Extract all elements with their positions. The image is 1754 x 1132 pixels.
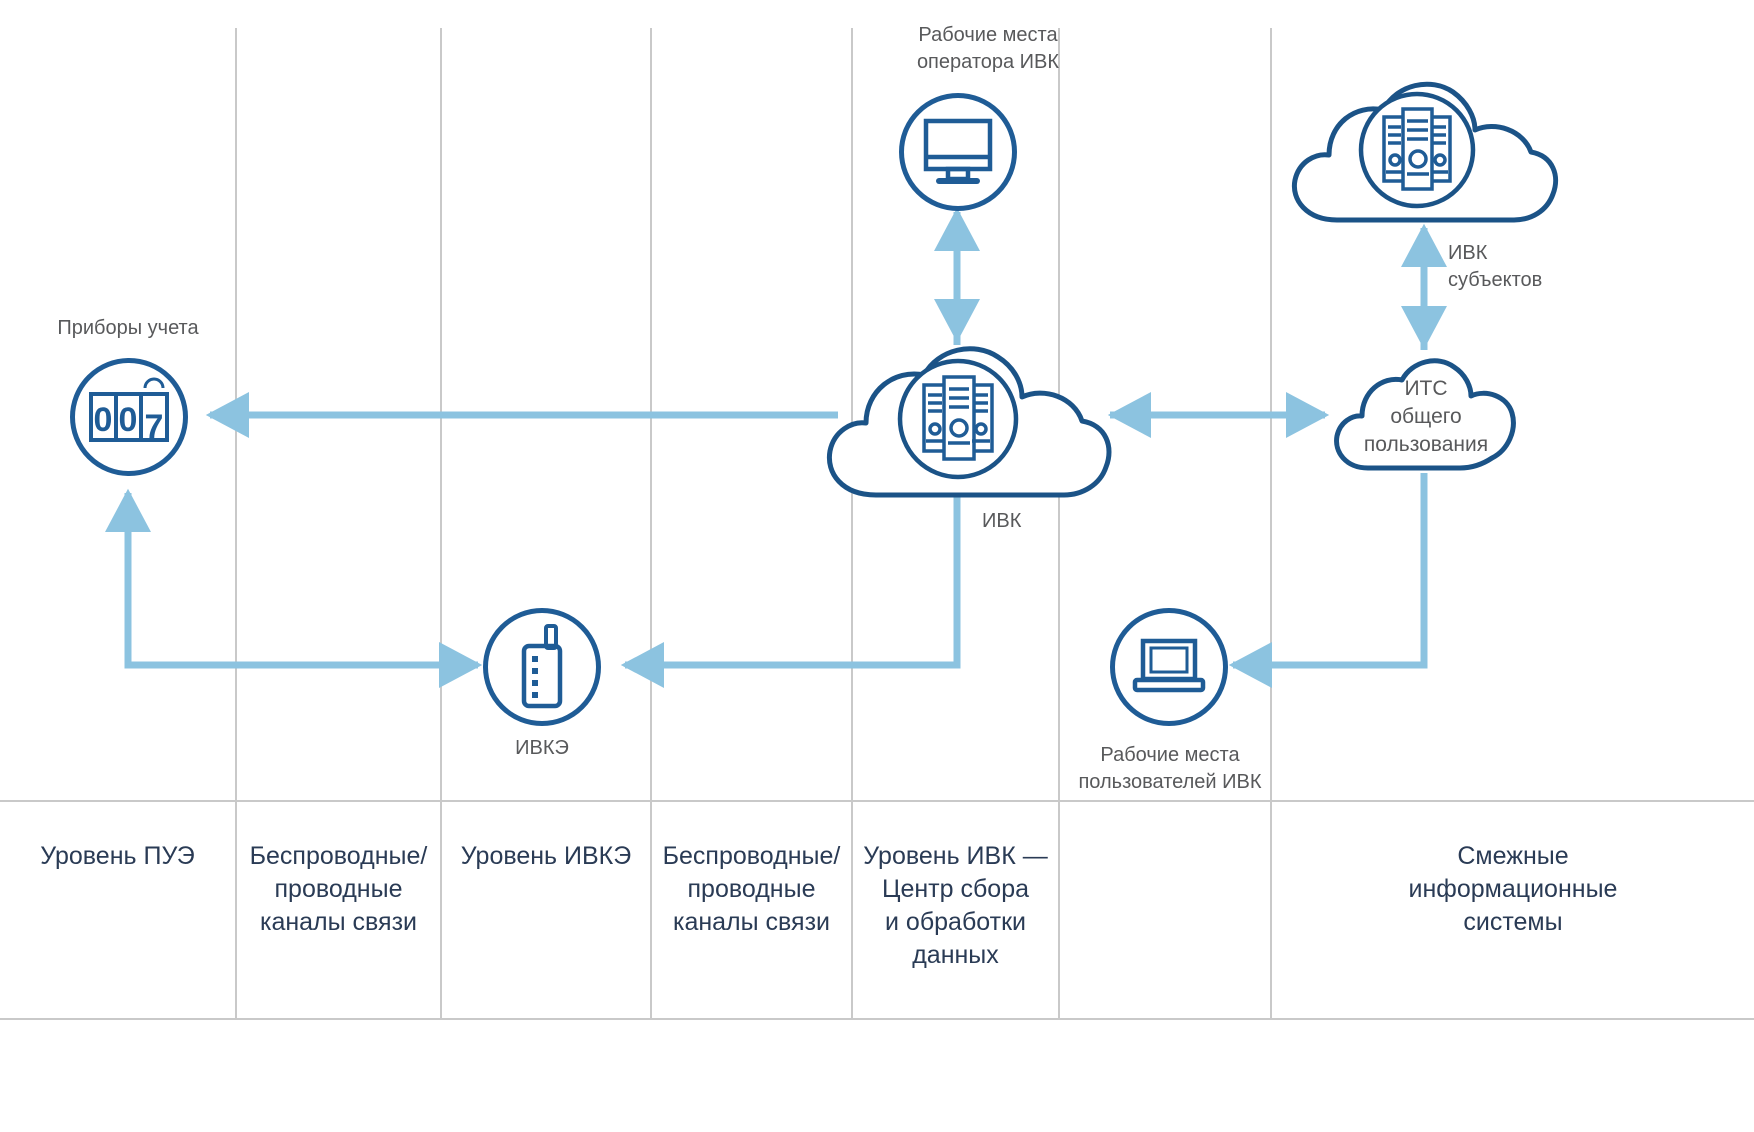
band-ivk-line1: Уровень ИВК —: [863, 842, 1048, 870]
node-ivk-subjects-cloud[interactable]: [1285, 70, 1563, 230]
ivk-label: ИВК: [982, 510, 1022, 532]
node-operator-workstation[interactable]: [899, 93, 1017, 211]
band-chan2-line3: каналы связи: [672, 908, 831, 936]
ivk-subjects-label-line2: субъектов: [1448, 269, 1543, 291]
router-icon: [521, 624, 563, 709]
band-top-rule: [0, 800, 1754, 802]
band-chan1-line1: Беспроводные/: [249, 842, 428, 870]
ivke-label: ИВКЭ: [515, 737, 569, 759]
svg-text:7: 7: [145, 408, 164, 446]
band-label-channels-2: Беспроводные/ проводные каналы связи: [652, 840, 851, 939]
server-icon: [1382, 107, 1452, 191]
band-label-pue: Уровень ПУЭ: [0, 840, 235, 873]
band-bottom-rule: [0, 1018, 1754, 1020]
node-its-cloud[interactable]: [1330, 348, 1520, 476]
server-icon: [922, 375, 994, 461]
ivk-subjects-caption: ИВК субъектов: [1448, 240, 1638, 294]
band-adjacent-line1: Смежные: [1457, 842, 1569, 870]
ivk-subjects-label-line1: ИВК: [1448, 242, 1488, 264]
its-label-line2: общего: [1390, 405, 1462, 428]
column-divider-2: [440, 28, 442, 1019]
band-pue-line1: Уровень ПУЭ: [40, 842, 195, 870]
band-adjacent-line2: информационные: [1408, 875, 1618, 903]
band-ivk-line3: и обработки: [885, 908, 1026, 936]
its-label-line1: ИТС: [1404, 377, 1448, 400]
node-meters[interactable]: 0 0 7: [70, 358, 188, 476]
operator-ws-label-line1: Рабочие места: [918, 24, 1058, 46]
band-label-adjacent: Смежные информационные системы: [1272, 840, 1754, 939]
column-divider-5: [1058, 28, 1060, 1019]
band-ivk-line2: Центр сбора: [881, 875, 1030, 903]
band-chan1-line3: каналы связи: [259, 908, 418, 936]
laptop-icon: [1132, 638, 1206, 693]
operator-ws-caption: Рабочие места оператора ИВК: [857, 22, 1119, 76]
band-ivk-line4: данных: [912, 941, 999, 969]
ivke-caption: ИВКЭ: [462, 735, 622, 762]
monitor-icon: [923, 118, 993, 184]
ivk-caption: ИВК: [982, 508, 1122, 535]
column-divider-3: [650, 28, 652, 1019]
user-ws-caption: Рабочие места пользователей ИВК: [1062, 742, 1278, 796]
band-label-channels-1: Беспроводные/ проводные каналы связи: [237, 840, 440, 939]
meters-label: Приборы учета: [57, 317, 199, 339]
band-chan2-line2: проводные: [687, 875, 816, 903]
svg-text:0: 0: [94, 401, 113, 439]
band-adjacent-line3: системы: [1463, 908, 1563, 936]
operator-ws-label-line2: оператора ИВК: [916, 51, 1060, 73]
band-chan2-line1: Беспроводные/: [662, 842, 841, 870]
band-chan1-line2: проводные: [274, 875, 403, 903]
column-divider-1: [235, 28, 237, 1019]
column-divider-6: [1270, 28, 1272, 1019]
user-ws-label-line2: пользователей ИВК: [1078, 771, 1262, 793]
node-user-workstation[interactable]: [1110, 608, 1228, 726]
user-ws-label-line1: Рабочие места: [1100, 744, 1240, 766]
band-label-ivk: Уровень ИВК — Центр сбора и обработки да…: [853, 840, 1058, 972]
its-label-line3: пользования: [1363, 433, 1489, 456]
its-caption: ИТС общего пользования: [1346, 375, 1506, 459]
band-label-ivke: Уровень ИВКЭ: [442, 840, 650, 873]
column-divider-4: [851, 28, 853, 1019]
node-ivk-cloud[interactable]: [818, 335, 1118, 505]
meters-caption: Приборы учета: [8, 315, 248, 342]
meter-icon: 0 0 7: [89, 377, 169, 446]
band-ivke-line1: Уровень ИВКЭ: [460, 842, 632, 870]
svg-text:0: 0: [119, 401, 138, 439]
node-ivke[interactable]: [483, 608, 601, 726]
